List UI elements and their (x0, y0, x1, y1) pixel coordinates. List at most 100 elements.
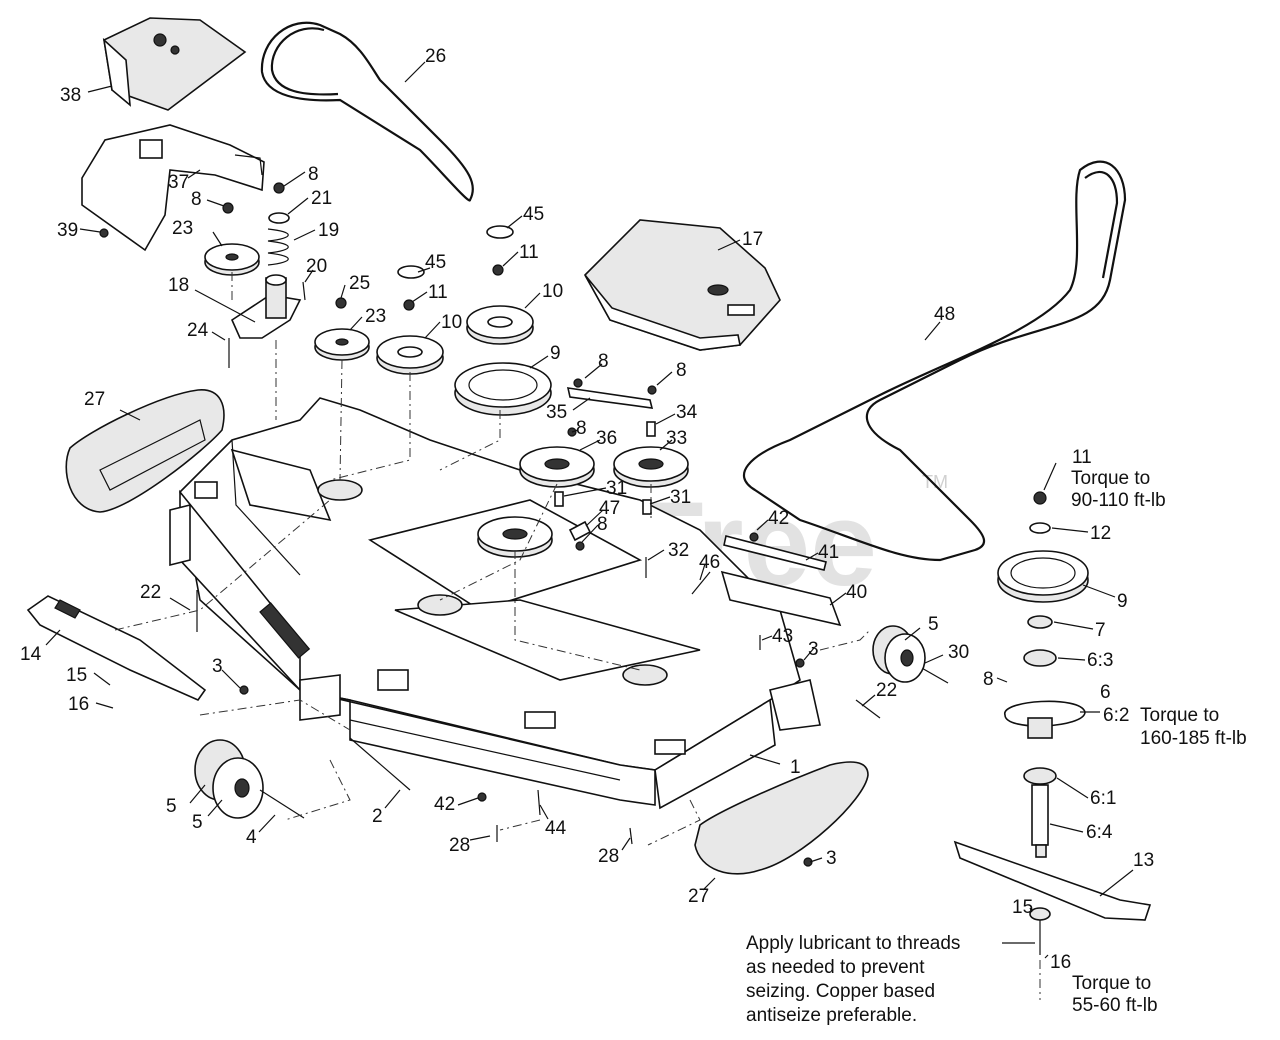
hardware-small-parts (99, 182, 949, 867)
callout-5-c: 5 (928, 614, 939, 635)
callout-7: 7 (1095, 620, 1106, 641)
callout-3-c: 3 (826, 848, 837, 869)
callout-6: 6 (1100, 682, 1111, 703)
callout-14: 14 (20, 644, 42, 665)
callout-6-1: 6:1 (1090, 788, 1116, 809)
callout-44: 44 (545, 818, 567, 839)
callout-13: 13 (1133, 850, 1154, 871)
callout-5-a: 5 (166, 796, 177, 817)
callout-15-a: 15 (66, 665, 87, 686)
callout-28-a: 28 (449, 835, 470, 856)
callout-17: 17 (742, 229, 763, 250)
callout-47: 47 (599, 498, 620, 519)
callout-4: 4 (246, 827, 257, 848)
callout-26: 26 (425, 46, 446, 67)
callout-3-a: 3 (212, 656, 223, 677)
callout-27-a: 27 (84, 389, 105, 410)
callout-6-4: 6:4 (1086, 822, 1113, 843)
pulley-36 (519, 446, 595, 488)
callout-6-2: 6:2 (1103, 705, 1129, 726)
belt-cover-17 (584, 219, 781, 351)
callout-10-b: 10 (441, 312, 462, 333)
callout-numbers: 38 26 37 39 8 8 21 19 20 23 18 24 25 23 … (20, 46, 1154, 973)
callout-27-b: 27 (688, 886, 709, 907)
callout-1: 1 (790, 757, 801, 778)
pulley-23-center (314, 328, 370, 361)
callout-21: 21 (311, 188, 332, 209)
blade-13 (953, 840, 1152, 921)
torque-notes: Torque to 90-110 ft-lb Torque to 160-185… (1071, 468, 1247, 1016)
callout-23-a: 23 (172, 218, 193, 239)
callout-16-a: 16 (68, 694, 89, 715)
belt-48 (742, 160, 1127, 562)
callout-11-c: 11 (1072, 447, 1092, 468)
callout-42-a: 42 (768, 508, 789, 529)
callout-10-a: 10 (542, 281, 563, 302)
torque-6-line2: 160-185 ft-lb (1140, 728, 1247, 749)
callout-8-d: 8 (676, 360, 687, 381)
callout-3-b: 3 (808, 639, 819, 660)
pulley-33 (613, 446, 689, 488)
callout-24: 24 (187, 320, 209, 341)
assembly-lines (114, 272, 1041, 1000)
callout-41: 41 (818, 542, 839, 563)
callout-31-a: 31 (606, 478, 627, 499)
pulley-23-left (204, 243, 260, 276)
torque-6-line1: Torque to (1140, 705, 1219, 726)
lube-note-line3: seizing. Copper based (746, 981, 935, 1002)
lubricant-note: Apply lubricant to threads as needed to … (746, 933, 960, 1026)
callout-11-b: 11 (428, 282, 448, 303)
pulley-10-upper (466, 305, 534, 345)
callout-38: 38 (60, 85, 81, 106)
callout-34: 34 (676, 402, 698, 423)
wheel-5-right (872, 625, 926, 683)
callout-36: 36 (596, 428, 617, 449)
callout-2: 2 (372, 806, 383, 827)
callout-6-3: 6:3 (1087, 650, 1113, 671)
callout-33: 33 (666, 428, 687, 449)
idler-arm-18 (230, 274, 302, 339)
callout-30: 30 (948, 642, 969, 663)
callout-12: 12 (1090, 523, 1111, 544)
callout-15-b: 15 (1012, 897, 1033, 918)
blade-14 (26, 595, 207, 701)
callout-25: 25 (349, 273, 370, 294)
callout-31-b: 31 (670, 487, 691, 508)
torque-11-line2: 90-110 ft-lb (1071, 490, 1166, 511)
callout-42-b: 42 (434, 794, 455, 815)
pulley-9-large (454, 362, 552, 416)
pulley-10-lower (376, 335, 444, 375)
bracket-41 (723, 535, 827, 571)
callout-35: 35 (546, 402, 567, 423)
leader-lines (45, 61, 1134, 959)
callout-22-b: 22 (876, 680, 897, 701)
bracket-35 (566, 387, 654, 409)
callout-22-a: 22 (140, 582, 161, 603)
callout-8-c: 8 (598, 351, 609, 372)
callout-18: 18 (168, 275, 189, 296)
callout-37: 37 (168, 172, 189, 193)
mower-deck-shell (169, 397, 821, 810)
callout-8-f: 8 (597, 514, 608, 535)
lube-note-line1: Apply lubricant to threads (746, 933, 960, 954)
callout-32: 32 (668, 540, 689, 561)
lube-note-line4: antiseize preferable. (746, 1005, 917, 1026)
bracket-40 (720, 570, 842, 627)
torque-16-line2: 55-60 ft-lb (1072, 995, 1158, 1016)
callout-19: 19 (318, 220, 339, 241)
caps-45 (397, 225, 514, 279)
spindle-assembly-6 (997, 491, 1089, 955)
callout-8-b: 8 (308, 164, 319, 185)
callout-46: 46 (699, 552, 720, 573)
callout-8-g: 8 (983, 669, 994, 690)
lube-note-line2: as needed to prevent (746, 957, 925, 978)
callout-28-b: 28 (598, 846, 619, 867)
belt-cover-38 (102, 17, 247, 111)
anti-scalp-roller-27-upper (65, 389, 225, 513)
callout-5-b: 5 (192, 812, 203, 833)
callout-8-a: 8 (191, 189, 202, 210)
callout-40: 40 (846, 582, 867, 603)
callout-48: 48 (934, 304, 955, 325)
callout-20: 20 (306, 256, 327, 277)
